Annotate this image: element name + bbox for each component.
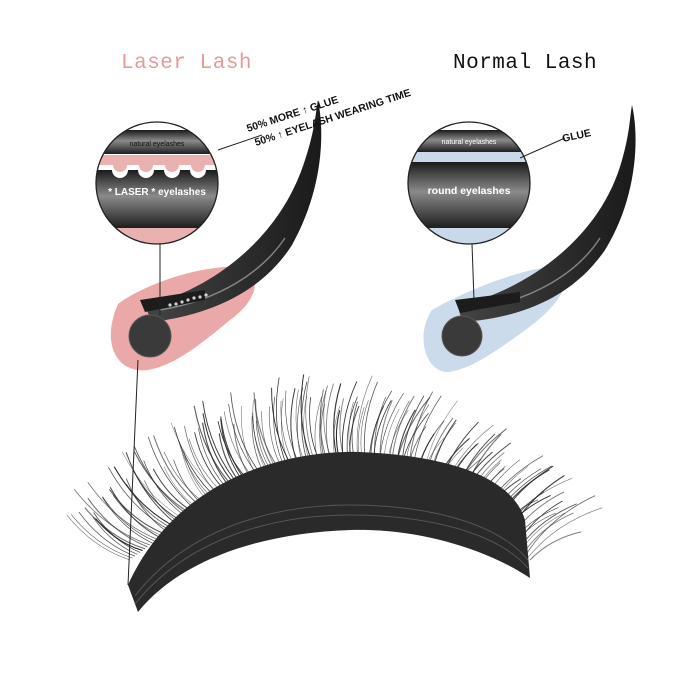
lash-hair (125, 452, 179, 526)
lash-hair (280, 398, 292, 470)
lash-hair (524, 495, 596, 557)
lash-hair (108, 467, 171, 531)
normal-glue-callout: GLUE (561, 127, 592, 145)
lash-hair (87, 497, 148, 548)
laser-cross-section (128, 314, 172, 358)
lash-hair (240, 405, 259, 480)
lash-hair (87, 481, 158, 540)
laser-eyelashes-label: * LASER * eyelashes (108, 187, 206, 198)
laser-lash-strand (145, 100, 322, 322)
laser-groove-dots (168, 293, 208, 307)
lash-hair (92, 516, 138, 555)
lash-hair (102, 497, 153, 544)
lash-strip (66, 374, 603, 612)
lash-hair (113, 466, 176, 528)
normal-zoom-circle (408, 122, 530, 244)
lash-hair (102, 496, 156, 542)
lash-hair (125, 478, 168, 533)
lash-hair (73, 488, 151, 546)
normal-lash-title: Normal Lash (453, 52, 598, 75)
laser-zoom-circle (96, 122, 218, 244)
lash-hair (70, 514, 133, 559)
lash-hair (84, 507, 146, 550)
lash-hair (109, 489, 166, 535)
lash-hair (66, 514, 131, 561)
lash-hair (529, 531, 582, 561)
lash-hair (93, 512, 141, 553)
laser-lash-title: Laser Lash (121, 52, 253, 75)
lash-hair (285, 390, 302, 468)
lash-hair (78, 511, 136, 557)
normal-eyelashes-label: round eyelashes (428, 185, 511, 197)
lash-hair (527, 507, 603, 559)
normal-cross-section (441, 315, 483, 357)
lash-hair (109, 486, 161, 539)
laser-natural-label: natural eyelashes (130, 141, 185, 148)
normal-natural-label: natural eyelashes (442, 139, 497, 146)
lash-hair (305, 376, 317, 466)
normal-lash-strand (458, 105, 636, 322)
lash-hair (121, 451, 186, 521)
